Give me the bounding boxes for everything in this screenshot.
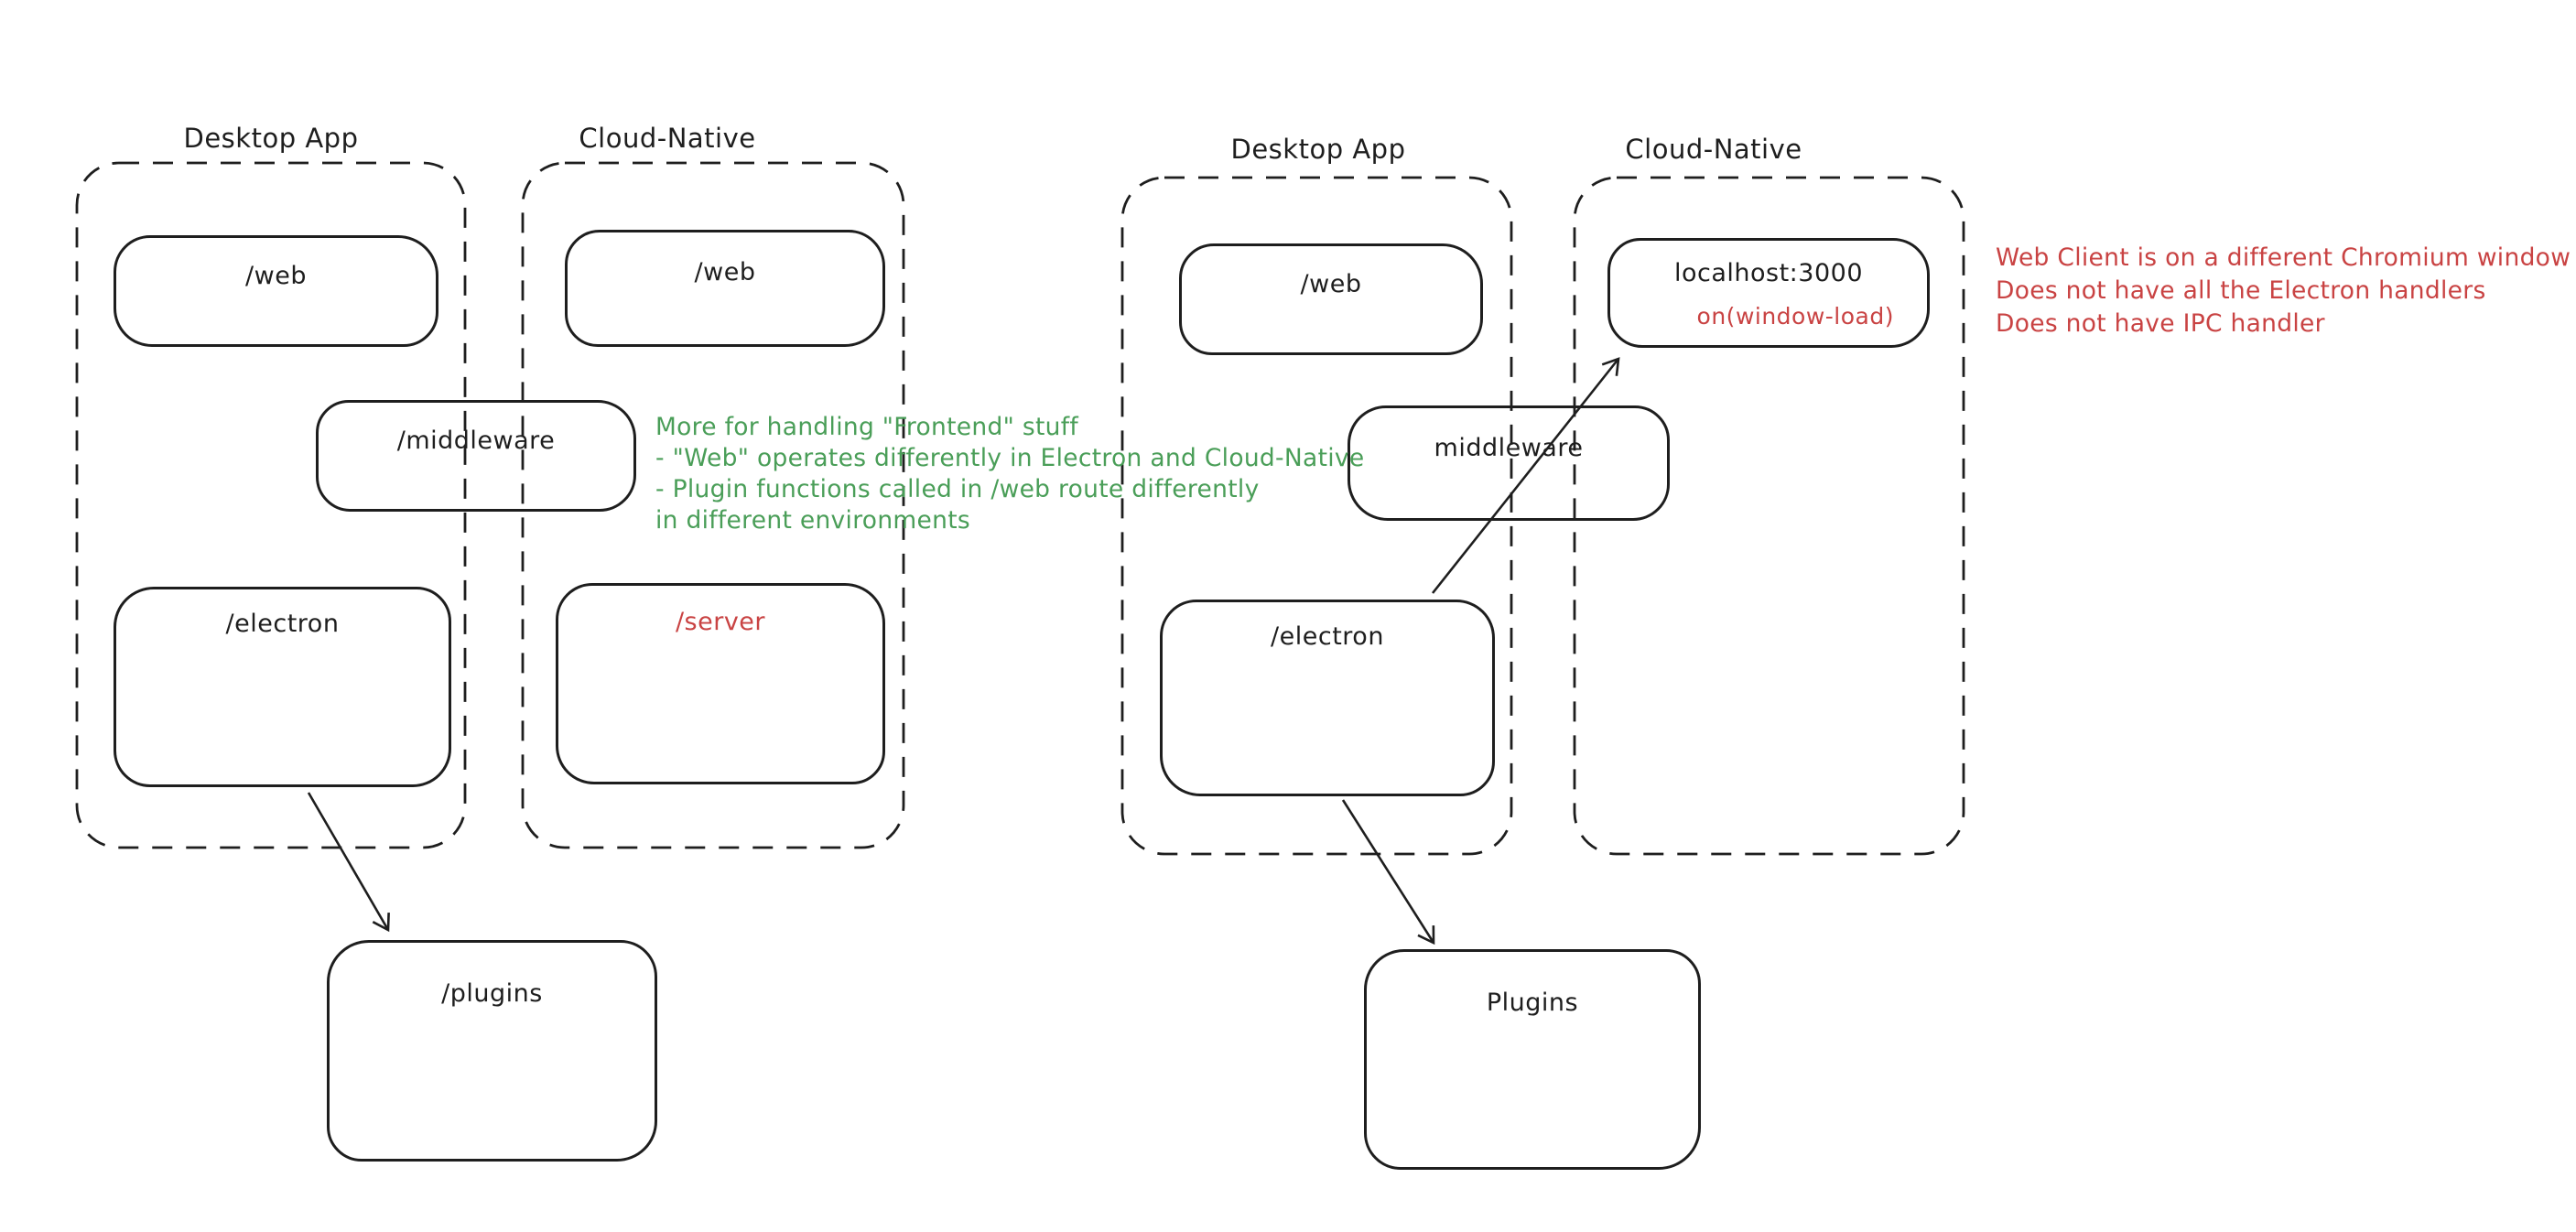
right-desktop-app-label: Desktop App — [1230, 134, 1406, 165]
right-cloud-native-label: Cloud-Native — [1625, 134, 1802, 165]
arrow-electron-to-plugins-right — [1341, 799, 1435, 946]
left-desktop-app-label: Desktop App — [183, 123, 359, 154]
box-plugins-left-label: /plugins — [441, 979, 543, 1008]
box-middleware-right: middleware — [1348, 405, 1670, 521]
box-plugins-right: Plugins — [1364, 949, 1701, 1170]
green-annotation-line-3: - Plugin functions called in /web route … — [655, 475, 1260, 503]
box-web-desktop-right-label: /web — [1300, 270, 1362, 298]
arrow-electron-to-plugins-left — [307, 792, 390, 933]
box-electron-right: /electron — [1160, 600, 1495, 796]
box-localhost-3000-sublabel: on(window-load) — [1696, 303, 1894, 330]
left-cloud-native-label: Cloud-Native — [579, 123, 756, 154]
box-plugins-right-label: Plugins — [1486, 989, 1579, 1017]
box-web-desktop-left-label: /web — [245, 262, 307, 290]
red-annotation: Web Client is on a different Chromium wi… — [1996, 242, 2571, 340]
green-annotation-line-2: - "Web" operates differently in Electron… — [655, 444, 1365, 472]
box-middleware-left: /middleware — [316, 400, 636, 512]
red-annotation-line-2: Does not have all the Electron handlers — [1996, 276, 2486, 305]
box-plugins-left: /plugins — [327, 940, 657, 1162]
box-middleware-right-label: middleware — [1434, 434, 1584, 462]
box-electron-left: /electron — [114, 587, 451, 787]
green-annotation: More for handling "Frontend" stuff - "We… — [655, 412, 1365, 536]
box-localhost-3000: localhost:3000 on(window-load) — [1607, 238, 1930, 348]
red-annotation-line-3: Does not have IPC handler — [1996, 309, 2325, 338]
box-web-cloud-left: /web — [565, 230, 885, 347]
box-middleware-left-label: /middleware — [396, 427, 556, 455]
box-server-label: /server — [675, 608, 766, 636]
green-annotation-line-1: More for handling "Frontend" stuff — [655, 413, 1078, 441]
box-localhost-3000-label: localhost:3000 — [1673, 259, 1863, 287]
box-electron-right-label: /electron — [1271, 622, 1384, 651]
box-electron-left-label: /electron — [225, 610, 340, 638]
red-annotation-line-1: Web Client is on a different Chromium wi… — [1996, 243, 2571, 272]
box-web-cloud-left-label: /web — [694, 258, 756, 286]
box-web-desktop-right: /web — [1179, 243, 1483, 355]
box-web-desktop-left: /web — [114, 235, 438, 347]
green-annotation-line-4: in different environments — [655, 506, 971, 535]
box-server: /server — [556, 583, 885, 784]
